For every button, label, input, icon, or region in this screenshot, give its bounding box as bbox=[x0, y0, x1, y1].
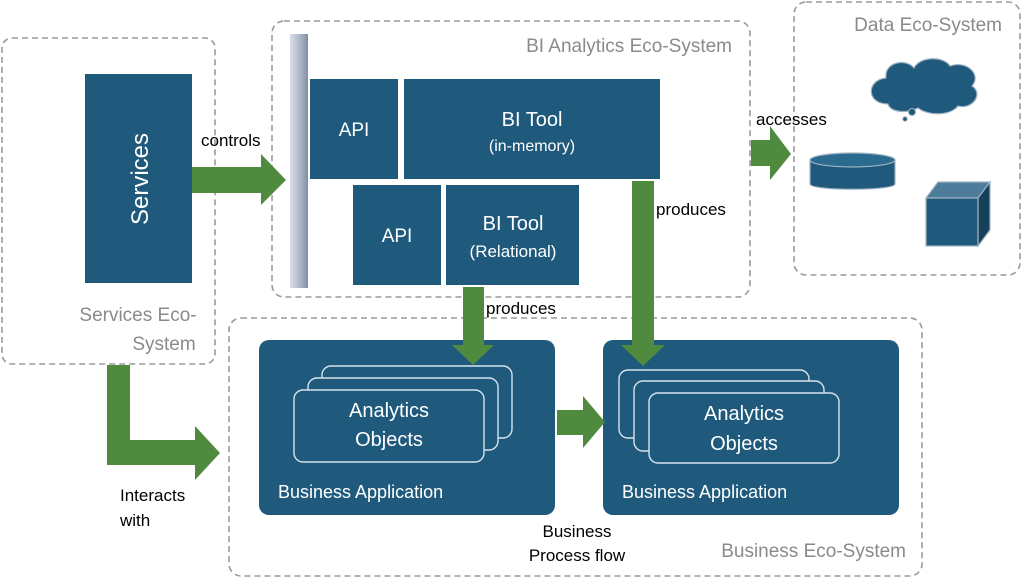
analytics-object-right-front bbox=[648, 392, 840, 464]
bi-tool-inmemory-title: BI Tool bbox=[502, 109, 563, 131]
analytics-object-left-front bbox=[293, 389, 485, 463]
accesses-label: accesses bbox=[756, 110, 827, 129]
controls-arrow bbox=[192, 154, 286, 205]
analytics-object-right-line2: Objects bbox=[710, 433, 778, 455]
bi-tool-relational-sub: (Relational) bbox=[470, 242, 557, 261]
bi-ecosystem-container bbox=[271, 20, 751, 298]
bi-tool-relational-title: BI Tool bbox=[483, 213, 544, 235]
business-ecosystem-container bbox=[228, 317, 923, 577]
services-ecosystem-label: Services Eco- bbox=[79, 305, 196, 326]
analytics-object-right-line1: Analytics bbox=[704, 403, 784, 425]
analytics-object-left-line1: Analytics bbox=[349, 400, 429, 422]
produces-bottom-label: produces bbox=[486, 299, 556, 318]
business-app-left-label: Business Application bbox=[278, 482, 443, 502]
interacts-arrow bbox=[107, 365, 220, 480]
services-ecosystem-label-line2: System bbox=[132, 334, 195, 355]
process-flow-label-line1: Business bbox=[543, 522, 612, 541]
services-box-label: Services bbox=[127, 133, 154, 225]
bi-ecosystem-label: BI Analytics Eco-System bbox=[526, 36, 732, 57]
produces-right-arrow bbox=[621, 181, 665, 366]
business-ecosystem-label: Business Eco-System bbox=[721, 541, 906, 562]
process-flow-arrow bbox=[557, 396, 605, 448]
api-top-box bbox=[310, 79, 398, 179]
business-app-right-label: Business Application bbox=[622, 482, 787, 502]
data-ecosystem-container bbox=[793, 1, 1021, 276]
bi-tool-inmemory-sub: (in-memory) bbox=[489, 138, 575, 155]
interacts-label-line2: with bbox=[119, 511, 150, 530]
controls-label: controls bbox=[201, 131, 261, 150]
accesses-arrow bbox=[751, 126, 791, 180]
process-flow-label-line2: Process flow bbox=[529, 546, 626, 565]
integration-bar bbox=[290, 34, 308, 288]
analytics-object-left-line2: Objects bbox=[355, 429, 423, 451]
api-bottom-box bbox=[353, 185, 441, 285]
produces-right-label: produces bbox=[656, 200, 726, 219]
services-ecosystem-container bbox=[1, 37, 216, 365]
api-bottom-label: API bbox=[382, 226, 413, 247]
database-icon bbox=[809, 152, 896, 190]
bi-tool-inmemory-box bbox=[404, 79, 660, 179]
cloud-icon bbox=[870, 58, 978, 122]
data-ecosystem-label: Data Eco-System bbox=[854, 15, 1002, 36]
api-top-label: API bbox=[339, 120, 370, 141]
cube-icon bbox=[924, 180, 992, 248]
services-box bbox=[85, 74, 192, 283]
interacts-label-line1: Interacts bbox=[120, 486, 185, 505]
bi-tool-relational-box bbox=[446, 185, 579, 285]
produces-bottom-arrow bbox=[452, 287, 494, 365]
